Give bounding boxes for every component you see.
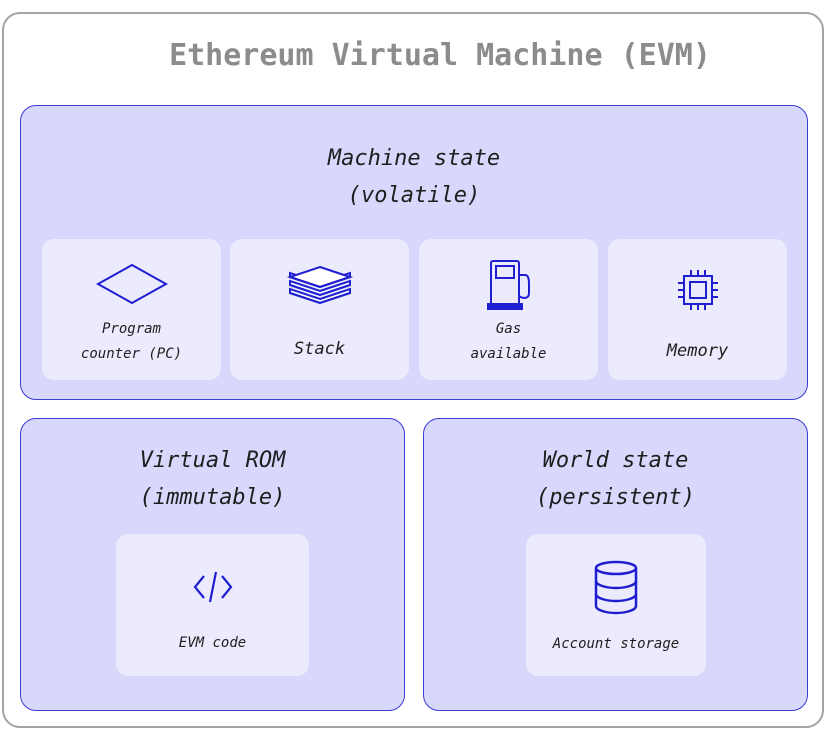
- stack-label: Stack: [293, 339, 346, 359]
- virtual-rom-panel: Virtual ROM (immutable) EVM code: [20, 418, 405, 711]
- machine-state-panel: Machine state (volatile) Program counter…: [20, 105, 808, 400]
- program-counter-label-line1: Program: [101, 321, 161, 337]
- account-storage-label: Account storage: [552, 636, 680, 652]
- machine-state-subtitle: (volatile): [347, 183, 481, 208]
- machine-state-heading: Machine state (volatile): [21, 140, 807, 214]
- program-counter-label-line2: counter (PC): [80, 346, 183, 362]
- gas-available-card: Gas available: [419, 239, 598, 380]
- world-state-subtitle: (persistent): [536, 485, 695, 510]
- memory-card: Memory: [608, 239, 787, 380]
- evm-code-card: EVM code: [116, 534, 309, 676]
- world-state-panel: World state (persistent) Account storage: [423, 418, 808, 711]
- evm-code-label: EVM code: [178, 635, 247, 651]
- virtual-rom-title: Virtual ROM: [139, 448, 286, 473]
- virtual-rom-heading: Virtual ROM (immutable): [21, 442, 404, 516]
- virtual-rom-subtitle: (immutable): [139, 485, 286, 510]
- code-icon: [193, 571, 232, 603]
- account-storage-card: Account storage: [526, 534, 706, 676]
- memory-label: Memory: [666, 341, 729, 361]
- world-state-title: World state: [542, 448, 689, 473]
- cpu-chip-icon: [677, 270, 718, 310]
- diagram-title: Ethereum Virtual Machine (EVM): [169, 38, 711, 73]
- stack-layers-icon: [286, 265, 353, 305]
- world-state-heading: World state (persistent): [424, 442, 807, 516]
- database-icon: [594, 560, 638, 615]
- gas-label-line1: Gas: [495, 321, 522, 337]
- program-counter-card: Program counter (PC): [42, 239, 221, 380]
- gas-label-line2: available: [470, 346, 547, 362]
- diamond-icon: [95, 263, 168, 305]
- stack-card: Stack: [230, 239, 409, 380]
- machine-state-title: Machine state: [327, 146, 501, 171]
- gas-pump-icon: [486, 260, 530, 310]
